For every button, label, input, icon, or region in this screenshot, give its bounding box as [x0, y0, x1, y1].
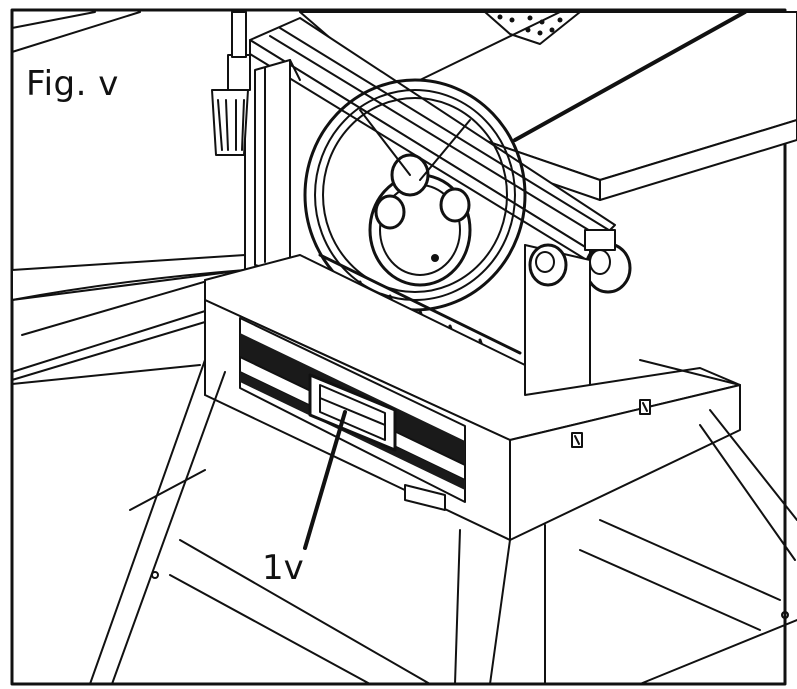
stand-legs [11, 359, 797, 685]
tension-knob [211, 11, 251, 156]
figure-border [10, 8, 787, 686]
cabinet-bolts [571, 399, 651, 448]
blade-guide-knob [528, 243, 568, 287]
callout-1v-label: 1v [262, 548, 304, 588]
cabinet-handle [308, 373, 397, 452]
fence-lock-knob [584, 229, 632, 294]
saw-column [254, 59, 301, 276]
table-insert-dots [497, 14, 563, 36]
callout-leader-line [303, 410, 347, 550]
figure-label: Fig. v [26, 64, 119, 104]
lower-wheel [303, 78, 527, 312]
